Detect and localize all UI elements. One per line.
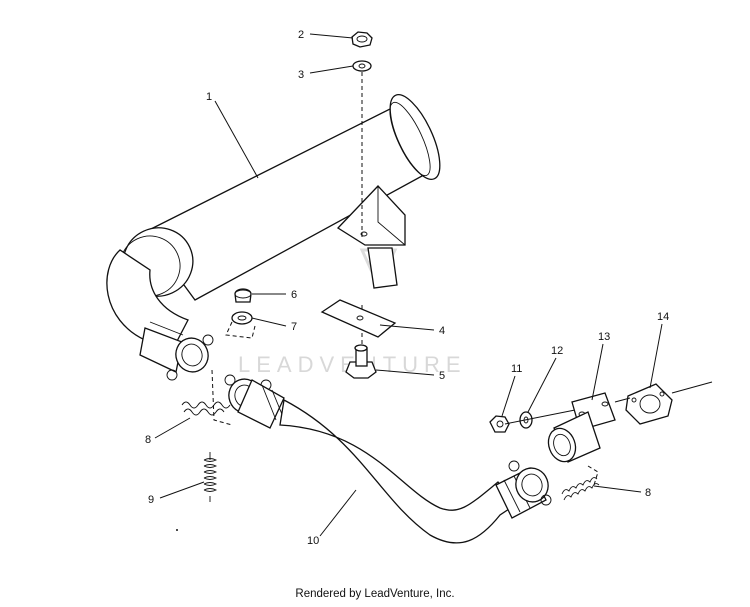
stud-line-left [504, 409, 576, 425]
stud-line-right [671, 381, 713, 394]
callout-13: 13 [598, 331, 610, 343]
footer-credit: Rendered by LeadVenture, Inc. [295, 588, 455, 600]
callout-9: 9 [148, 494, 154, 506]
exhaust-manifold [547, 392, 616, 463]
grommet [225, 311, 256, 339]
callout-1: 1 [206, 91, 212, 103]
spring-left [181, 369, 233, 426]
callout-7: 7 [291, 321, 297, 333]
callout-6: 6 [291, 289, 297, 301]
callout-5: 5 [439, 370, 445, 382]
mounting-plate [320, 299, 397, 338]
dot-mark [176, 529, 178, 531]
muffler [106, 94, 441, 381]
callout-3: 3 [298, 69, 304, 81]
callout-8-left: 8 [145, 434, 151, 446]
callout-11: 11 [511, 363, 522, 375]
gasket [625, 383, 673, 425]
grommet-bolt [345, 344, 377, 379]
flange-nut [489, 415, 510, 433]
spring-loose [203, 452, 218, 502]
callout-14: 14 [657, 311, 669, 323]
callout-8-right: 8 [645, 487, 651, 499]
callout-4: 4 [439, 325, 445, 337]
callout-10: 10 [307, 535, 319, 547]
callout-12: 12 [551, 345, 563, 357]
washer [352, 60, 372, 72]
callout-2: 2 [298, 29, 304, 41]
leader-lines [154, 33, 663, 537]
nut [351, 31, 373, 48]
cap [234, 288, 252, 303]
exhaust-pipe [224, 374, 552, 544]
spring-right [561, 465, 600, 501]
stud-line-mid [614, 397, 631, 403]
